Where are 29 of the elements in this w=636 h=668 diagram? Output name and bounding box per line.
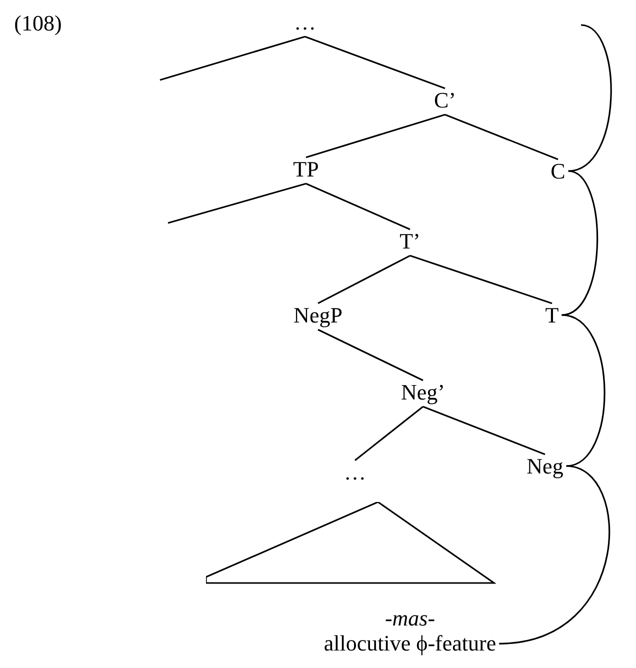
triangle-shape: [206, 502, 496, 584]
tree-node-label: C: [550, 158, 566, 184]
tree-branch: [168, 182, 306, 224]
agreement-arc: [499, 465, 610, 644]
tree-branch: [306, 182, 410, 230]
tree-node-label: NegP: [294, 302, 342, 328]
tree-branch: [318, 328, 424, 382]
tree-branch: [410, 254, 552, 304]
tree-branch: [444, 114, 558, 160]
tree-branch: [160, 36, 306, 81]
tree-node-label: T: [545, 302, 559, 328]
tree-node-label: …: [344, 459, 366, 485]
tree-node-label: Neg: [526, 453, 564, 479]
morpheme-label: -mas-: [384, 606, 436, 631]
tree-branch: [354, 406, 424, 461]
tree-branch: [306, 114, 446, 158]
agreement-arc: [562, 170, 598, 316]
agreement-arc: [568, 24, 612, 172]
tree-node-label: Neg’: [401, 379, 445, 405]
tree-node-label: …: [294, 9, 316, 35]
tree-branch: [318, 254, 410, 304]
example-number: (108): [14, 10, 62, 36]
tree-node-label: C’: [434, 87, 456, 113]
tree-node-label: TP: [293, 156, 319, 182]
feature-label: allocutive ϕ-feature: [324, 631, 496, 656]
agreement-arc: [562, 314, 606, 467]
tree-node-label: T’: [400, 228, 420, 254]
tree-branch: [422, 406, 546, 456]
tree-branch: [304, 36, 446, 90]
